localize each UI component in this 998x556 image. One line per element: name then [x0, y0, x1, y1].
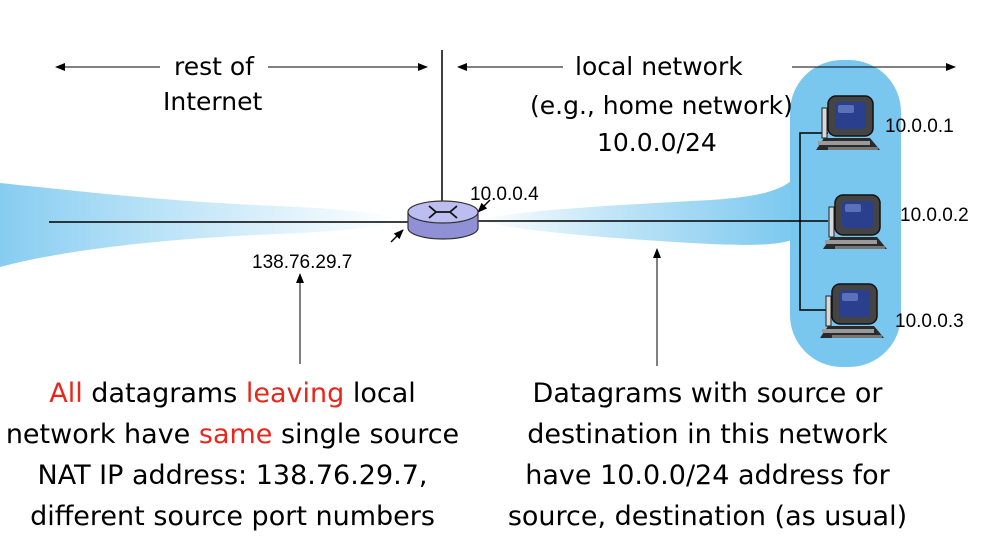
- highlight-same: same: [198, 419, 273, 450]
- left-caption: All datagrams leaving local network have…: [0, 373, 465, 537]
- local-network-label-1: local network: [575, 52, 743, 81]
- router-outside-address: 138.76.29.7: [252, 252, 353, 273]
- host2-address: 10.0.0.2: [900, 205, 969, 226]
- highlight-all: All: [49, 378, 83, 409]
- rest-of-internet-label-2: Internet: [163, 87, 263, 116]
- router-outside-address-arrow: [390, 229, 404, 243]
- left-caption-line-3: NAT IP address: 138.76.29.7,: [37, 460, 428, 491]
- host3-address: 10.0.0.3: [895, 311, 964, 332]
- right-caption-line-3: have 10.0.0/24 address for: [525, 460, 890, 491]
- router-inside-address: 10.0.0.4: [470, 184, 539, 205]
- right-caption-line-1: Datagrams with source or: [532, 378, 883, 409]
- left-caption-line-1: All datagrams leaving local: [49, 378, 416, 409]
- right-caption: Datagrams with source or destination in …: [495, 373, 920, 537]
- highlight-leaving: leaving: [245, 378, 345, 409]
- host-bus: [799, 132, 828, 311]
- right-caption-line-2: destination in this network: [527, 419, 888, 450]
- left-caption-line-2: network have same single source: [5, 419, 460, 450]
- left-caption-line-4: different source port numbers: [30, 501, 435, 532]
- host1-address: 10.0.0.1: [885, 116, 954, 137]
- local-network-label-3: 10.0.0/24: [597, 128, 717, 157]
- rest-of-internet-label-1: rest of: [174, 52, 254, 81]
- right-caption-line-4: source, destination (as usual): [507, 501, 908, 532]
- local-network-label-2: (e.g., home network): [530, 91, 793, 120]
- router-icon: [407, 200, 479, 240]
- internet-cloud: [0, 183, 400, 267]
- router-inside-address-arrow: [477, 199, 491, 213]
